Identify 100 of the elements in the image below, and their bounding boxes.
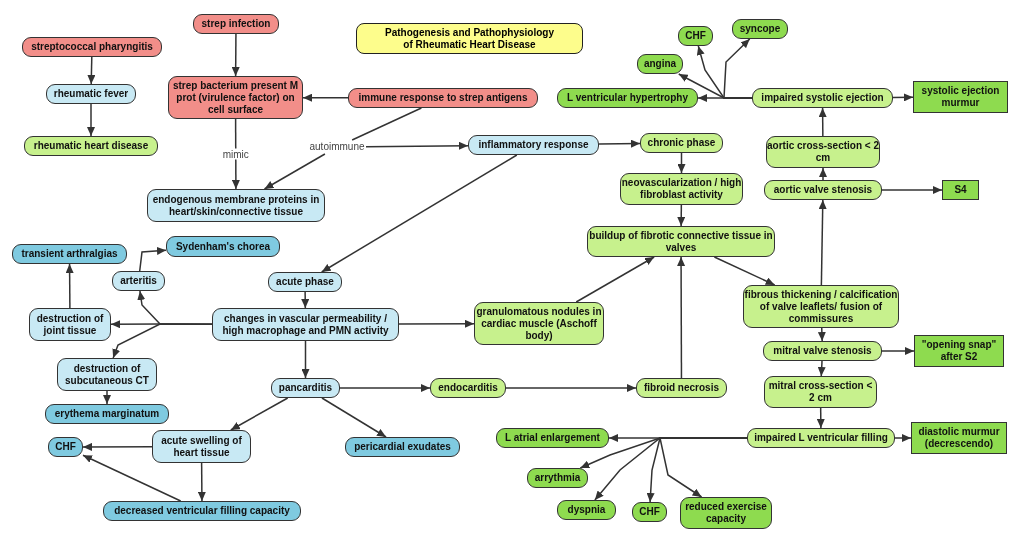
node-text: acute phase (276, 276, 334, 288)
node-text: arteritis (120, 275, 157, 287)
process-box (496, 428, 609, 448)
node-text: erythema marginatum (54, 408, 160, 420)
node-text: immune response to strep antigens (358, 92, 528, 104)
arrow (817, 360, 826, 377)
diagram-title: Pathogenesis and Pathophysiology of Rheumatic Heart Disease (384, 26, 555, 51)
process-box (430, 378, 506, 398)
node-text: acute swelling of heart tissue (160, 434, 243, 459)
arrow (816, 407, 825, 429)
node-text: fibroid necrosis (644, 382, 719, 394)
node-text: mitral cross-section < 2 cm (767, 380, 874, 404)
node-text: mitral valve stenosis (773, 345, 872, 357)
process-box (345, 437, 460, 457)
process-box (636, 378, 727, 398)
process-box (45, 404, 169, 424)
connector-line (351, 107, 423, 141)
arrow (723, 38, 753, 99)
node-text: CHF (55, 441, 76, 453)
process-box (46, 84, 136, 104)
process-box (193, 14, 279, 34)
node-text: S4 (954, 184, 967, 196)
arrow (320, 154, 518, 273)
arrow (138, 247, 167, 272)
edge-label: mimic (221, 148, 250, 160)
node-text: L ventricular hypertrophy (567, 92, 688, 104)
arrow (87, 56, 96, 85)
process-box (112, 271, 165, 291)
arrow (598, 139, 641, 148)
node-text: chronic phase (647, 137, 716, 149)
node-text: fibrous thickening / calcification of valve leaflets/ fusion of commissures (744, 288, 898, 325)
arrow (103, 390, 111, 405)
node-text: destruction of joint tissue (35, 312, 105, 337)
process-box (103, 501, 301, 521)
process-box (527, 468, 588, 488)
process-box (557, 88, 698, 108)
node-text: diastolic murmur (decrescendo) (917, 426, 1001, 450)
arrow (818, 199, 827, 286)
arrow (197, 462, 206, 502)
node-text: reduced exercise capacity (684, 501, 768, 525)
arrow (339, 384, 431, 392)
finding-box (911, 422, 1007, 454)
process-box (640, 133, 723, 153)
node-text: strep bacterium present M prot (virulence factor) on cell surface (171, 79, 299, 116)
node-text: impaired L ventricular filling (754, 432, 888, 444)
arrow (894, 434, 912, 442)
arrow (892, 93, 914, 102)
process-box (348, 88, 538, 108)
arrow (575, 256, 655, 303)
arrow (301, 340, 310, 379)
process-box (29, 308, 111, 341)
node-text: aortic cross-section < 2 cm (767, 140, 879, 164)
node-text: streptococcal pharyngitis (31, 41, 153, 53)
process-box (48, 437, 83, 457)
node-text: aortic valve stenosis (773, 184, 873, 196)
arrow (818, 107, 827, 137)
node-text: syncope (739, 23, 781, 35)
process-box (557, 500, 616, 520)
arrow (321, 397, 387, 438)
arrow (677, 204, 686, 227)
arrow (82, 454, 182, 502)
finding-box (914, 335, 1004, 367)
node-text: pancarditis (278, 382, 333, 394)
node-text: "opening snap" after S2 (920, 339, 998, 363)
process-box (468, 135, 599, 155)
process-box (747, 428, 895, 448)
node-text: changes in vascular permeability / high macrophage and PMN activity (221, 312, 390, 337)
node-text: L atrial enlargement (505, 432, 600, 444)
process-box (632, 502, 667, 522)
node-text: angina (643, 58, 677, 70)
node-text: rheumatic fever (53, 88, 129, 100)
node-text: pericardial exudates (354, 441, 451, 453)
arrow (365, 141, 469, 150)
node-text: transient arthralgias (21, 248, 118, 260)
node-text: arrythmia (534, 472, 581, 484)
process-box (268, 272, 342, 292)
process-box (22, 37, 162, 57)
node-text: granulomatous nodules in cardiac muscle (Aschoff body) (475, 305, 603, 342)
process-box (12, 244, 127, 264)
node-text: systolic ejection murmur (920, 85, 1001, 109)
arrow (112, 323, 213, 359)
arrow (881, 347, 915, 355)
process-box (57, 358, 157, 391)
arrow (817, 327, 826, 342)
arrow (677, 256, 686, 379)
node-text: decreased ventricular filling capacity (114, 505, 290, 517)
arrow (87, 103, 95, 137)
arrow (659, 437, 748, 498)
arrow (231, 33, 240, 77)
node-text: buildup of fibrotic connective tissue in valves (588, 229, 774, 254)
arrow (505, 384, 637, 392)
node-text: CHF (685, 30, 706, 42)
node-text: neovascularization / high fibroblast activity (621, 177, 742, 201)
arrow (65, 263, 74, 309)
node-text: endocarditis (438, 382, 498, 394)
arrow (230, 397, 289, 431)
node-text: strep infection (201, 18, 271, 30)
process-box (637, 54, 683, 74)
process-box (763, 341, 882, 361)
node-text: CHF (639, 506, 660, 518)
